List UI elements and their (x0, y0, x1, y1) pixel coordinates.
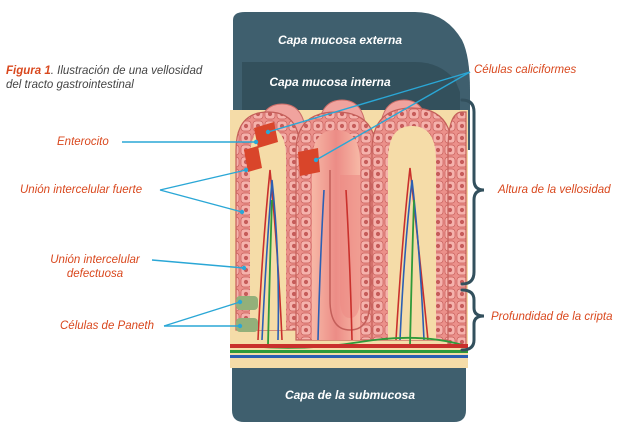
outer-mucosa-label: Capa mucosa externa (277, 33, 403, 47)
villus-height-label: Altura de la vellosidad (498, 184, 611, 196)
crypt-depth-label: Profundidad de la cripta (491, 311, 613, 323)
blood-vessels (257, 167, 429, 341)
crypt-lumen (340, 175, 360, 318)
defective-junction-label: Unión intercelular defectuosa (40, 253, 150, 281)
crypt (329, 170, 371, 331)
defective-junction-line2: defectuosa (66, 268, 124, 280)
goblet-cells (244, 122, 320, 176)
defective-junction-line1: Unión intercelular (50, 254, 140, 266)
villus-right-core (388, 126, 436, 340)
submucosa-band (230, 344, 468, 368)
enterocyte-label: Enterocito (57, 136, 109, 148)
leader-dots (237, 129, 319, 329)
inner-mucosa-label: Capa mucosa interna (269, 75, 391, 89)
paneth-cells (236, 296, 258, 332)
figure-caption-line1: . Ilustración de una vellosidad (50, 65, 203, 77)
figure-caption-line2: del tracto gastrointestinal (6, 79, 134, 91)
submucosa-label: Capa de la submucosa (284, 388, 416, 402)
figure-caption: Figura 1. Ilustración de una vellosidad … (6, 64, 216, 92)
right-bracket (460, 98, 485, 352)
figure-number: Figura 1 (6, 65, 51, 77)
leader-lines (122, 71, 471, 327)
goblet-cells-label: Células caliciformes (474, 64, 577, 76)
tight-junction-label: Unión intercelular fuerte (20, 184, 143, 196)
villus-far-right (447, 111, 467, 346)
submucosa-layer (232, 368, 466, 422)
paneth-cells-label: Células de Paneth (60, 320, 154, 332)
